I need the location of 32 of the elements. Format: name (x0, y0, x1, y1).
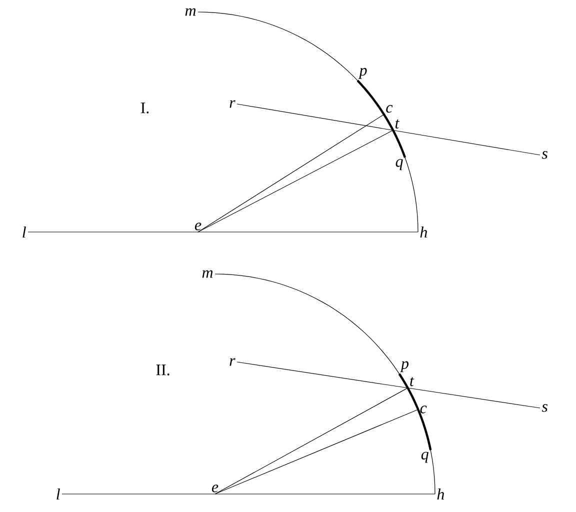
point-label: t (395, 119, 400, 129)
point-label: r (230, 358, 236, 366)
point-label: h (437, 488, 444, 500)
line (214, 388, 408, 494)
arc (356, 80, 406, 158)
point-label: h (420, 226, 428, 238)
point-label: m (202, 270, 213, 278)
arc (198, 12, 418, 232)
point-label: s (542, 404, 548, 412)
point-label: c (420, 406, 427, 414)
point-label: q (396, 159, 403, 170)
point-label: l (22, 226, 26, 238)
point-label: r (230, 100, 236, 108)
line (214, 409, 418, 494)
line (198, 130, 394, 232)
point-label: l (56, 488, 60, 500)
figure-number: II. (156, 364, 170, 376)
point-label: s (542, 151, 548, 159)
arc (214, 274, 436, 494)
arc (398, 373, 432, 450)
point-label: p (358, 68, 367, 79)
point-label: e (194, 222, 202, 230)
point-label: p (400, 361, 409, 372)
point-label: e (212, 484, 218, 492)
line (236, 104, 540, 156)
figure-number: I. (140, 102, 149, 114)
point-label: c (386, 105, 393, 113)
point-label: t (410, 377, 414, 386)
line (236, 362, 540, 408)
point-label: q (421, 452, 428, 463)
line (198, 114, 384, 232)
point-label: m (185, 8, 196, 16)
